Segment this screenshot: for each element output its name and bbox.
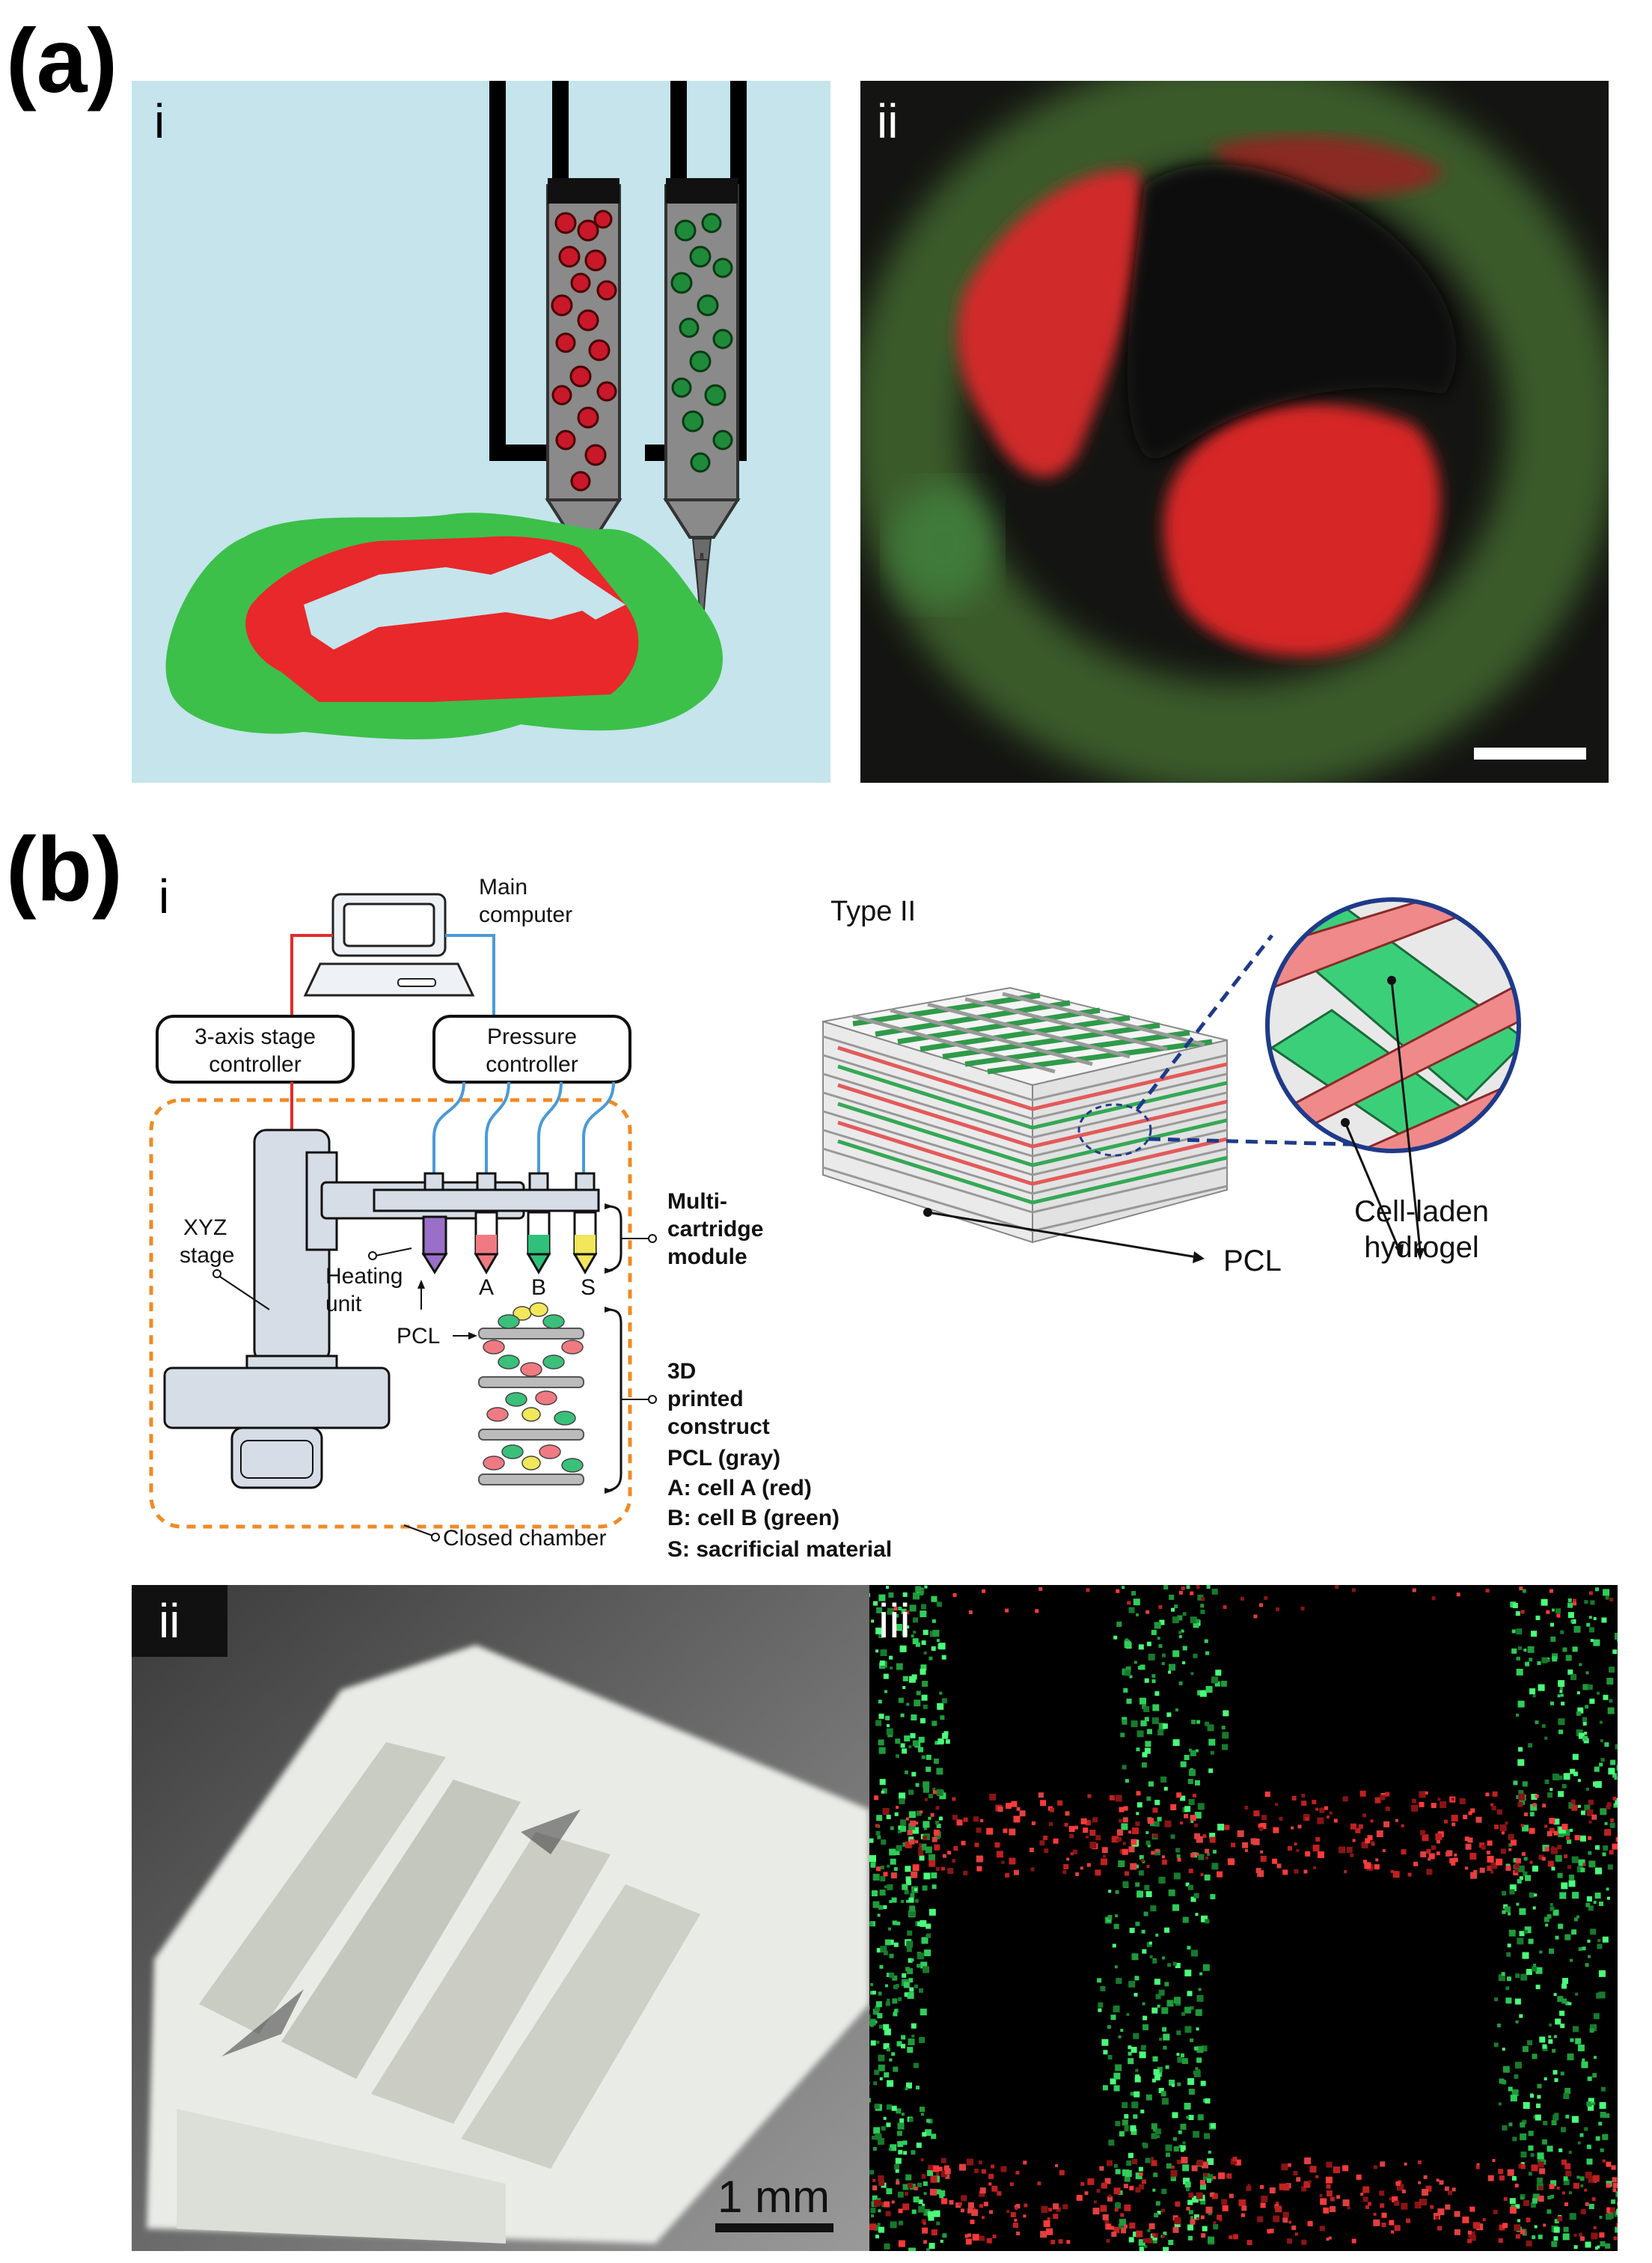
cartridge-a-label: A <box>479 1275 494 1300</box>
cartridge-b-label: B <box>531 1275 546 1300</box>
panel-a-label: (a) <box>6 10 118 112</box>
panel-b-scaffold-illustration: Type II <box>808 876 1601 1325</box>
printed-construct-label-3: construct <box>667 1414 770 1439</box>
main-computer-label-1: Main <box>479 875 527 900</box>
type-ii-title: Type II <box>830 896 916 927</box>
pressure-controller-label-2: controller <box>486 1052 578 1077</box>
closed-chamber-label: Closed chamber <box>443 1526 606 1551</box>
panel-b-ii-photo: 1 mm ii <box>132 1585 869 2251</box>
printed-construct-label-2: printed <box>667 1387 744 1411</box>
xyz-stage-label-1: XYZ <box>183 1215 227 1240</box>
panel-b-i-schematic: Main computer 3-axis stage controller Pr… <box>135 861 943 1579</box>
legend-sacrificial: S: sacrificial material <box>667 1537 892 1562</box>
pressure-controller-label-1: Pressure <box>487 1024 577 1049</box>
panel-b-ii-label: ii <box>159 1594 180 1648</box>
panel-a-i-label: i <box>154 94 165 148</box>
panel-a-i-schematic: i <box>132 81 830 783</box>
stage-controller-label-2: controller <box>209 1052 301 1077</box>
printed-construct-label-1: 3D <box>667 1359 696 1384</box>
multi-cartridge-label-1: Multi- <box>667 1189 727 1214</box>
panel-b-ii-label-bg <box>132 1585 227 1657</box>
legend-cell-a: A: cell A (red) <box>667 1476 812 1500</box>
main-computer-label-2: computer <box>479 903 572 927</box>
panel-a-ii-fluorescence-image: ii <box>860 81 1609 783</box>
hydrogel-label-2: hydrogel <box>1364 1231 1478 1264</box>
multi-cartridge-label-2: cartridge <box>667 1217 763 1242</box>
cartridge-s-label: S <box>581 1275 596 1300</box>
pcl-label: PCL <box>1223 1245 1282 1277</box>
hydrogel-label-1: Cell-laden <box>1354 1195 1489 1228</box>
scale-bar-label: 1 mm <box>718 2172 830 2222</box>
pcl-arrow-label: PCL <box>397 1324 440 1349</box>
legend-pcl: PCL (gray) <box>667 1446 780 1471</box>
panel-b-iii-fluorescence-image: iii <box>869 1585 1618 2251</box>
stage-controller-label-1: 3-axis stage <box>195 1024 316 1049</box>
heating-unit-label-1: Heating <box>325 1264 403 1289</box>
legend-cell-b: B: cell B (green) <box>667 1506 839 1530</box>
xyz-stage-label-2: stage <box>180 1243 234 1268</box>
multi-cartridge-label-3: module <box>667 1245 747 1269</box>
panel-b-label: (b) <box>6 818 123 920</box>
panel-b-iii-label: iii <box>878 1594 911 1648</box>
panel-a-ii-label: ii <box>877 94 899 148</box>
heating-unit-label-2: unit <box>325 1292 362 1316</box>
panel-b-i-label: i <box>159 870 170 923</box>
